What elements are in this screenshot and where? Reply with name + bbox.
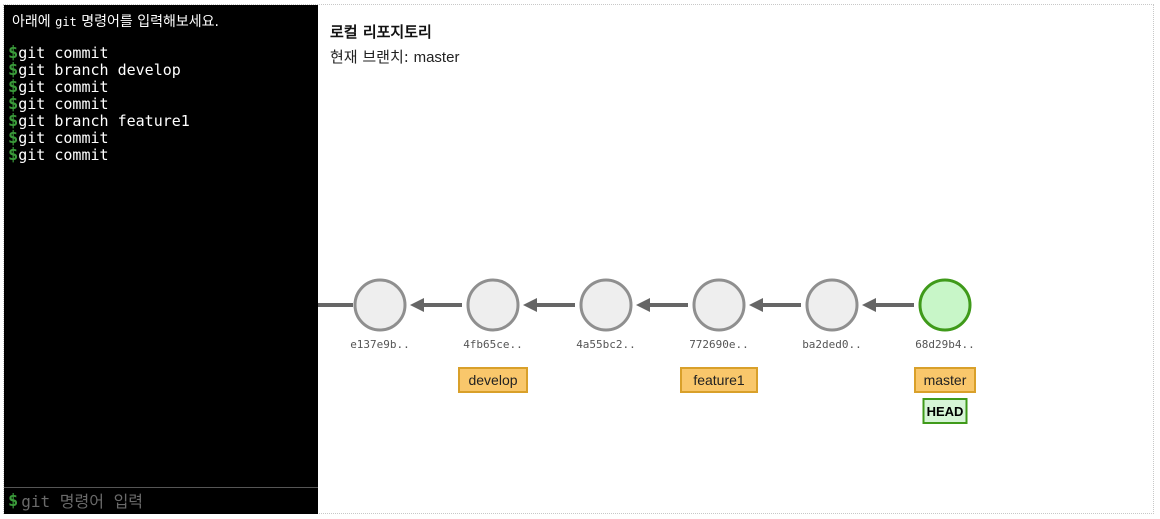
branch-label-text: master <box>924 372 967 388</box>
history-line: $git commit <box>8 79 190 96</box>
history-line: $git commit <box>8 96 190 113</box>
command-input-row: $ <box>4 487 318 514</box>
history-line: $git branch feature1 <box>8 113 190 130</box>
commit-id: 4a55bc2.. <box>576 338 636 351</box>
commit-id: 68d29b4.. <box>915 338 975 351</box>
prompt-symbol: $ <box>8 94 19 114</box>
history-command: git commit <box>18 78 109 96</box>
commit-id: 4fb65ce.. <box>463 338 523 351</box>
history-command: git branch feature1 <box>18 112 190 130</box>
commit-node[interactable]: 772690e.. <box>689 278 749 351</box>
commit-node[interactable]: ba2ded0.. <box>802 278 862 351</box>
history-command: git branch develop <box>18 61 181 79</box>
prompt-symbol: $ <box>8 491 19 511</box>
hint-prefix: 아래에 <box>12 14 56 30</box>
commit-id: ba2ded0.. <box>802 338 862 351</box>
history-line: $git commit <box>8 45 190 62</box>
terminal-panel: 아래에 git 명령어를 입력해보세요. $git commit$git bra… <box>4 5 318 514</box>
history-command: git commit <box>18 95 109 113</box>
history-command: git commit <box>18 129 109 147</box>
commit-circle <box>918 278 972 332</box>
history-line: $git commit <box>8 147 190 164</box>
command-history: $git commit$git branch develop$git commi… <box>8 45 190 164</box>
commit-node[interactable]: 4fb65ce.. <box>463 278 523 351</box>
commit-circle <box>579 278 633 332</box>
head-label-text: HEAD <box>927 404 964 419</box>
commit-circle <box>805 278 859 332</box>
history-line: $git commit <box>8 130 190 147</box>
commit-circle <box>692 278 746 332</box>
branch-label-text: feature1 <box>693 372 745 388</box>
commit-circle <box>466 278 520 332</box>
current-branch-line: 현재 브랜치: master <box>330 46 459 67</box>
branch-label-feature1[interactable]: feature1 <box>680 367 758 393</box>
hint-git-code: git <box>55 15 77 29</box>
history-command: git commit <box>18 44 109 62</box>
prompt-symbol: $ <box>8 60 19 80</box>
repository-title: 로컬 리포지토리 <box>330 23 432 41</box>
hint-suffix: 명령어를 입력해보세요. <box>76 14 219 30</box>
history-line: $git branch develop <box>8 62 190 79</box>
current-branch-label: 현재 브랜치: <box>330 48 414 66</box>
prompt-symbol: $ <box>8 145 19 165</box>
prompt-symbol: $ <box>8 43 19 63</box>
command-input[interactable] <box>18 491 318 511</box>
prompt-symbol: $ <box>8 128 19 148</box>
current-branch-value: master <box>413 49 460 66</box>
commit-circle <box>353 278 407 332</box>
commit-id: 772690e.. <box>689 338 749 351</box>
commit-node-head[interactable]: 68d29b4.. <box>915 278 975 351</box>
branch-label-master[interactable]: master <box>914 367 976 393</box>
terminal-hint: 아래에 git 명령어를 입력해보세요. <box>12 14 219 30</box>
branch-label-text: develop <box>468 372 517 388</box>
commit-id: e137e9b.. <box>350 338 410 351</box>
head-pointer-label: HEAD <box>922 398 968 424</box>
commit-node[interactable]: e137e9b.. <box>350 278 410 351</box>
prompt-symbol: $ <box>8 77 19 97</box>
branch-label-develop[interactable]: develop <box>458 367 528 393</box>
prompt-symbol: $ <box>8 111 19 131</box>
history-command: git commit <box>18 146 109 164</box>
commit-node[interactable]: 4a55bc2.. <box>576 278 636 351</box>
